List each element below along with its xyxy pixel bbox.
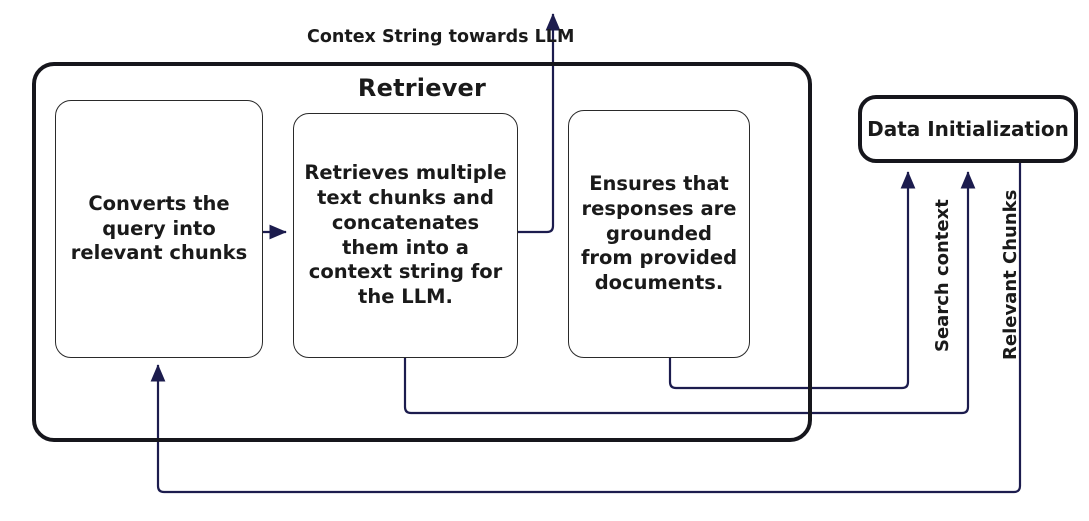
edge-label-relevant-chunks: Relevant Chunks	[1000, 189, 1021, 360]
edge-label-search-context: Search context	[932, 199, 953, 352]
retriever-container	[32, 62, 812, 442]
retriever-title: Retriever	[357, 74, 487, 102]
process-box-retrieves-chunks[interactable]: Retrieves multiple text chunks and conca…	[293, 113, 518, 358]
edge-label-context-string-to-llm: Contex String towards LLM	[307, 27, 575, 47]
process-box-converts-query[interactable]: Converts the query into relevant chunks	[55, 100, 263, 358]
data-initialization-node[interactable]: Data Initialization	[858, 95, 1078, 163]
process-box-ensures-grounded[interactable]: Ensures that responses are grounded from…	[568, 110, 750, 358]
